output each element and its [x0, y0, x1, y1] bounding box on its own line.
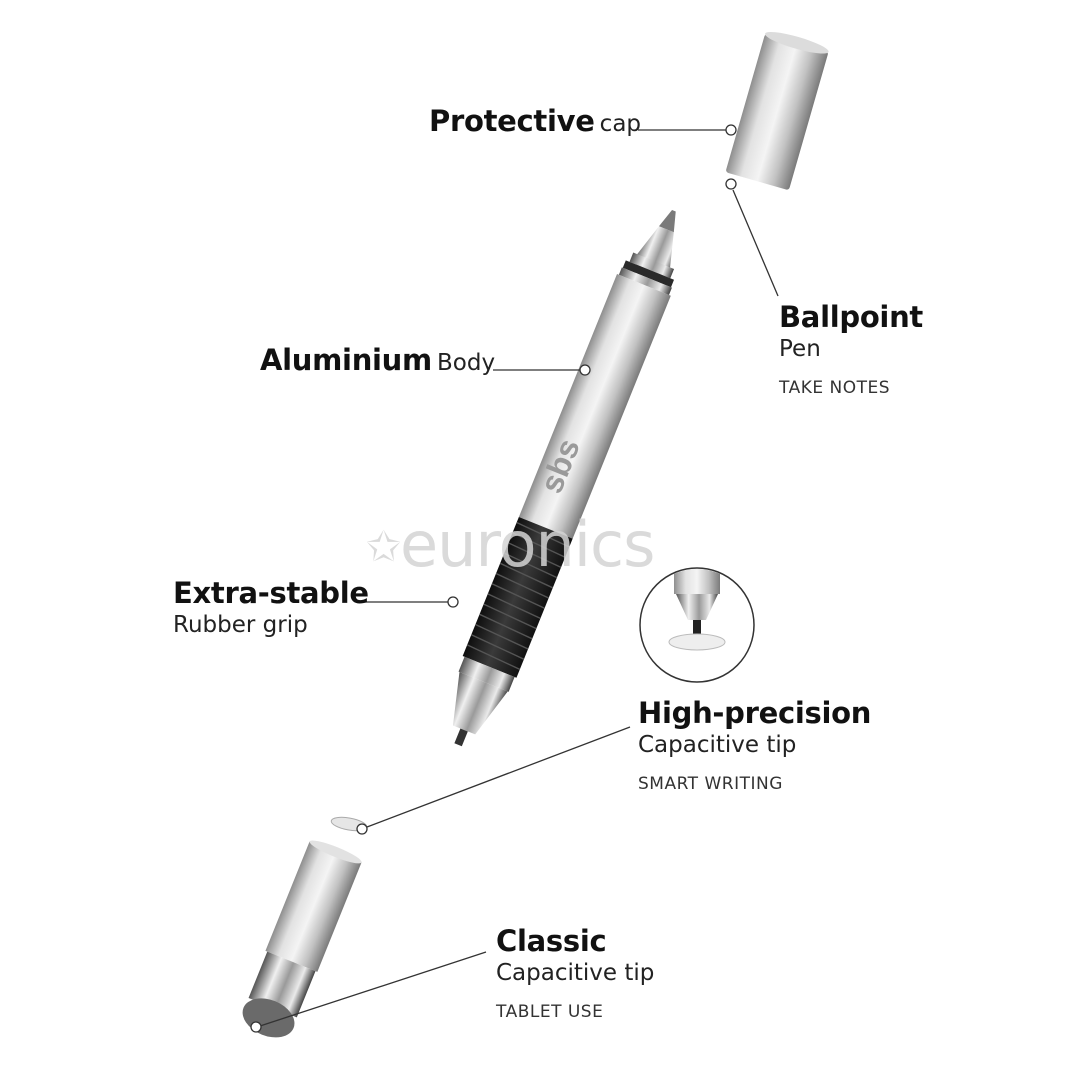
grip-rib	[475, 623, 529, 650]
grip-rib	[483, 603, 537, 630]
grip-rib	[471, 634, 525, 660]
grip-rib	[466, 644, 521, 671]
grip-rib	[516, 521, 570, 548]
label-ballpoint-caption: TAKE NOTES	[779, 378, 891, 398]
label-aluminium-body: Aluminium Body	[260, 343, 495, 377]
label-classic-caption: TABLET USE	[496, 1002, 604, 1022]
grip-rib	[508, 542, 562, 569]
grip-ribs	[466, 521, 570, 671]
grip-rib	[499, 562, 554, 589]
watermark-text: euronics	[400, 508, 655, 581]
protective-cap	[726, 32, 829, 190]
grip-rib	[479, 613, 533, 640]
label-protective-cap: Protective cap	[429, 104, 641, 138]
classic-tip-part	[242, 840, 362, 1038]
label-grip-bold: Extra-stable	[173, 576, 369, 610]
grip-rib	[503, 552, 558, 579]
label-protective-rest: cap	[599, 111, 642, 137]
label-aluminium-bold: Aluminium	[260, 343, 432, 377]
watermark-star-icon: ✩	[366, 522, 402, 571]
grip-rib	[487, 593, 541, 620]
grip-rib	[491, 583, 545, 609]
grip-rib	[495, 572, 549, 599]
label-classic-line2: Capacitive tip	[496, 960, 655, 986]
label-ballpoint: Ballpoint Pen TAKE NOTES	[779, 300, 923, 398]
label-ballpoint-bold: Ballpoint	[779, 300, 923, 334]
label-classic-bold: Classic	[496, 924, 607, 958]
label-aluminium-rest: Body	[437, 350, 496, 376]
label-ballpoint-line2: Pen	[779, 336, 821, 362]
pen-body	[452, 209, 676, 747]
label-precision-bold: High-precision	[638, 696, 872, 730]
label-protective-bold: Protective	[429, 104, 595, 138]
label-high-precision: High-precision Capacitive tip SMART WRIT…	[638, 696, 871, 794]
label-grip-line2: Rubber grip	[173, 612, 308, 638]
precision-tip-inset	[639, 567, 755, 683]
label-grip: Extra-stable Rubber grip	[173, 576, 369, 638]
label-precision-caption: SMART WRITING	[638, 774, 783, 794]
label-classic: Classic Capacitive tip TABLET USE	[496, 924, 654, 1022]
grip-rib	[512, 532, 566, 558]
callout-dots	[250, 124, 737, 1033]
label-precision-line2: Capacitive tip	[638, 732, 797, 758]
callout-lines	[259, 129, 779, 1027]
